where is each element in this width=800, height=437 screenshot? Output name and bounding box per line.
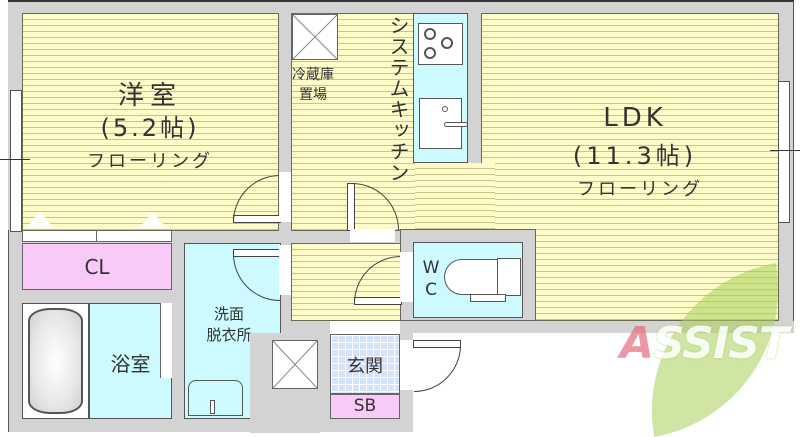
wash-basin-faucet	[210, 400, 215, 414]
western-room-size: (5.2帖)	[100, 114, 200, 142]
front-door-opening	[400, 340, 413, 390]
entrance-label: 玄関	[347, 356, 383, 377]
shoe-box-label: SB	[353, 396, 377, 416]
washing-machine-space	[272, 340, 318, 389]
kitchen-side-wall	[468, 13, 481, 88]
fridge-space-line1: 冷蔵庫	[292, 67, 334, 83]
assist-logo-first-letter: A	[620, 318, 654, 369]
closet	[22, 243, 172, 290]
sink-faucet	[444, 122, 468, 127]
shoe-box	[330, 394, 400, 419]
ldk-size: (11.3帖)	[572, 142, 698, 170]
burner-1-icon	[424, 28, 436, 40]
ldk-name: LDK	[603, 103, 667, 133]
closet-door-strip	[22, 230, 172, 242]
window-axis-line	[0, 159, 30, 160]
toilet-label-w: W	[422, 258, 440, 278]
entrance-step	[330, 321, 400, 334]
bathroom-door	[160, 303, 172, 378]
closet-label: CL	[84, 255, 110, 279]
door-opening-washroom	[279, 245, 291, 295]
washroom-label-line1: 洗面	[213, 305, 244, 323]
closet-fold-marker-1	[26, 212, 54, 228]
window-ldk-axis-line	[770, 150, 800, 151]
ldk-floor: フローリング	[577, 179, 703, 200]
burner-3-icon	[424, 47, 436, 59]
entrance	[330, 334, 400, 394]
fridge-space-line2: 置場	[299, 87, 327, 103]
western-room-floor: フローリング	[87, 151, 213, 172]
door-opening-western	[279, 172, 291, 222]
closet-fold-marker-2	[139, 212, 167, 228]
window-ldk	[778, 81, 790, 223]
window-western-room	[10, 90, 22, 232]
burner-2-icon	[441, 37, 453, 49]
door-opening-ldk	[350, 229, 395, 242]
toilet-tank	[497, 258, 521, 296]
assist-logo-text: ASSIST	[620, 318, 789, 369]
toilet-label-c: C	[425, 280, 437, 300]
sink-drain-icon	[442, 106, 448, 112]
wash-basin	[188, 380, 243, 416]
bathtub	[28, 308, 83, 414]
western-room-name: 洋室	[117, 81, 182, 111]
kitchen-label: システムキッチン	[386, 15, 410, 183]
assist-logo-rest: SSIST	[653, 318, 789, 369]
washroom-label-line2: 脱衣所	[206, 326, 252, 344]
closet-door-divider	[96, 230, 97, 242]
door-opening-toilet	[400, 252, 413, 302]
toilet-paper-holder	[470, 294, 506, 302]
western-room	[22, 13, 279, 231]
bathroom-label: 浴室	[110, 352, 151, 376]
bathroom	[89, 303, 172, 419]
ldk-kitchen-area	[415, 163, 495, 229]
fridge-space	[292, 14, 338, 60]
